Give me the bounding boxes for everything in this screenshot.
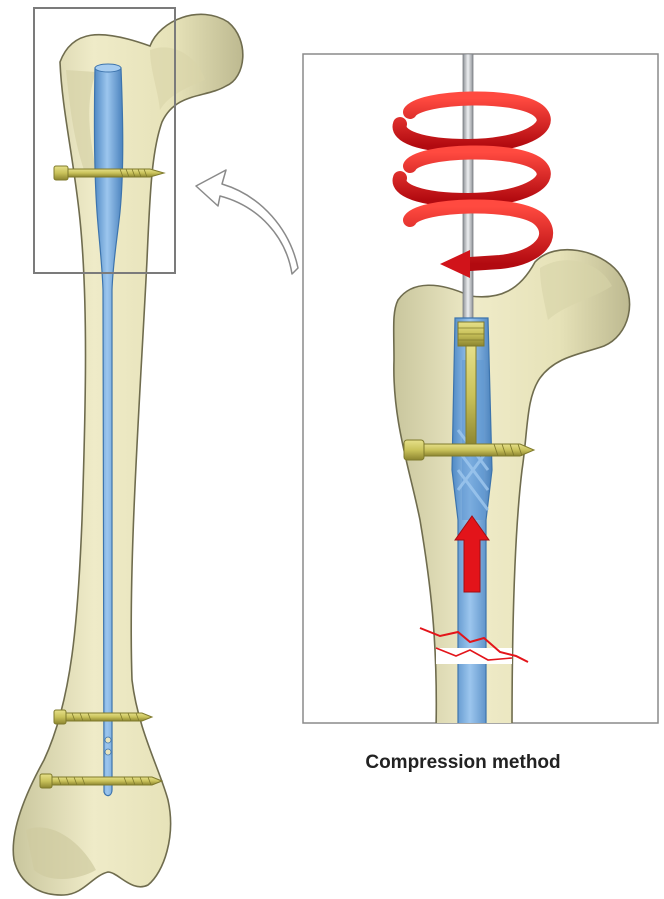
nail-hole [105,737,111,743]
curved-callout-arrow [196,170,298,274]
femur-bone [13,14,243,895]
nail-top [95,64,121,72]
zoom-detail-panel [303,54,658,730]
nail-hole [105,749,111,755]
fracture-gap [436,648,512,664]
caption-compression-method: Compression method [318,752,608,774]
full-femur [13,8,243,895]
compression-screw-shaft [466,346,476,446]
